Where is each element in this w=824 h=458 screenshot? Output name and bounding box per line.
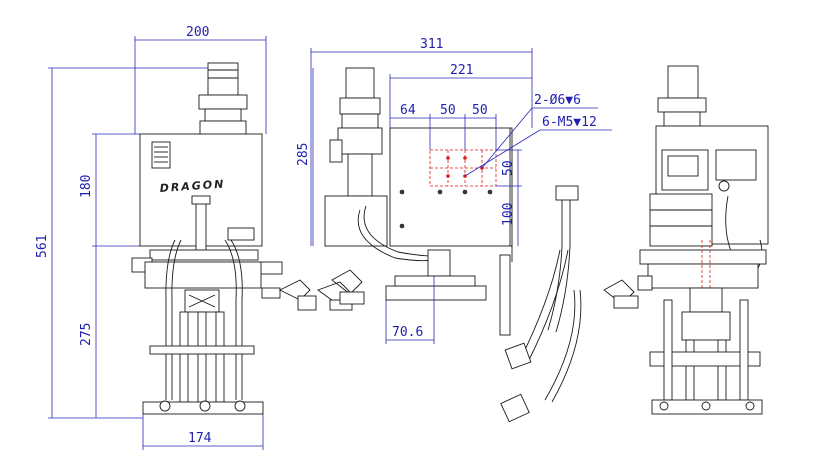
front-view: DRAGON 200 bbox=[35, 25, 353, 450]
dim-front-height-body: 180 bbox=[79, 175, 94, 198]
side-motor bbox=[345, 67, 375, 99]
front-motor bbox=[207, 62, 239, 96]
dim-front-width-top: 200 bbox=[186, 25, 209, 40]
front-manifold bbox=[144, 261, 262, 289]
front-rod-right bbox=[215, 311, 225, 403]
rear-motor bbox=[667, 65, 699, 99]
side-main-body bbox=[389, 127, 513, 247]
side-pump-block bbox=[337, 127, 383, 155]
detached-hoses bbox=[500, 185, 582, 423]
dim-side-spacing-2: 50 bbox=[440, 103, 456, 118]
front-coupling bbox=[204, 108, 242, 122]
rear-valve-block bbox=[689, 287, 723, 313]
front-motor-flange bbox=[198, 94, 248, 110]
side-lower-block bbox=[324, 195, 388, 247]
dim-side-offset: 70.6 bbox=[392, 325, 423, 340]
dim-side-spacing-3: 50 bbox=[472, 103, 488, 118]
front-nozzle-tube bbox=[195, 199, 207, 251]
dim-side-height: 285 bbox=[296, 143, 311, 166]
brand-logo: DRAGON bbox=[159, 177, 225, 195]
dim-front-height-lower: 275 bbox=[79, 323, 94, 346]
dim-front-width-base: 174 bbox=[188, 431, 212, 446]
rear-view bbox=[603, 65, 769, 415]
dim-front-height-total: 561 bbox=[35, 235, 50, 258]
dim-side-vertical-100: 100 bbox=[501, 203, 516, 226]
dim-hole-spec-1: 2-Ø6▼6 bbox=[534, 93, 581, 108]
side-view: 311 221 285 64 50 50 2-Ø6▼6 6-M5▼12 50 1… bbox=[296, 37, 612, 344]
dim-hole-spec-2: 6-M5▼12 bbox=[542, 115, 597, 130]
side-base-plate bbox=[385, 285, 487, 301]
dim-side-vertical-50: 50 bbox=[501, 160, 516, 176]
front-coupling-block bbox=[199, 120, 247, 136]
front-rod-left bbox=[179, 311, 189, 403]
side-nozzle bbox=[427, 249, 451, 277]
dim-side-width-body: 221 bbox=[450, 63, 473, 78]
dim-side-spacing-1: 64 bbox=[400, 103, 416, 118]
dim-side-width-total: 311 bbox=[420, 37, 443, 52]
